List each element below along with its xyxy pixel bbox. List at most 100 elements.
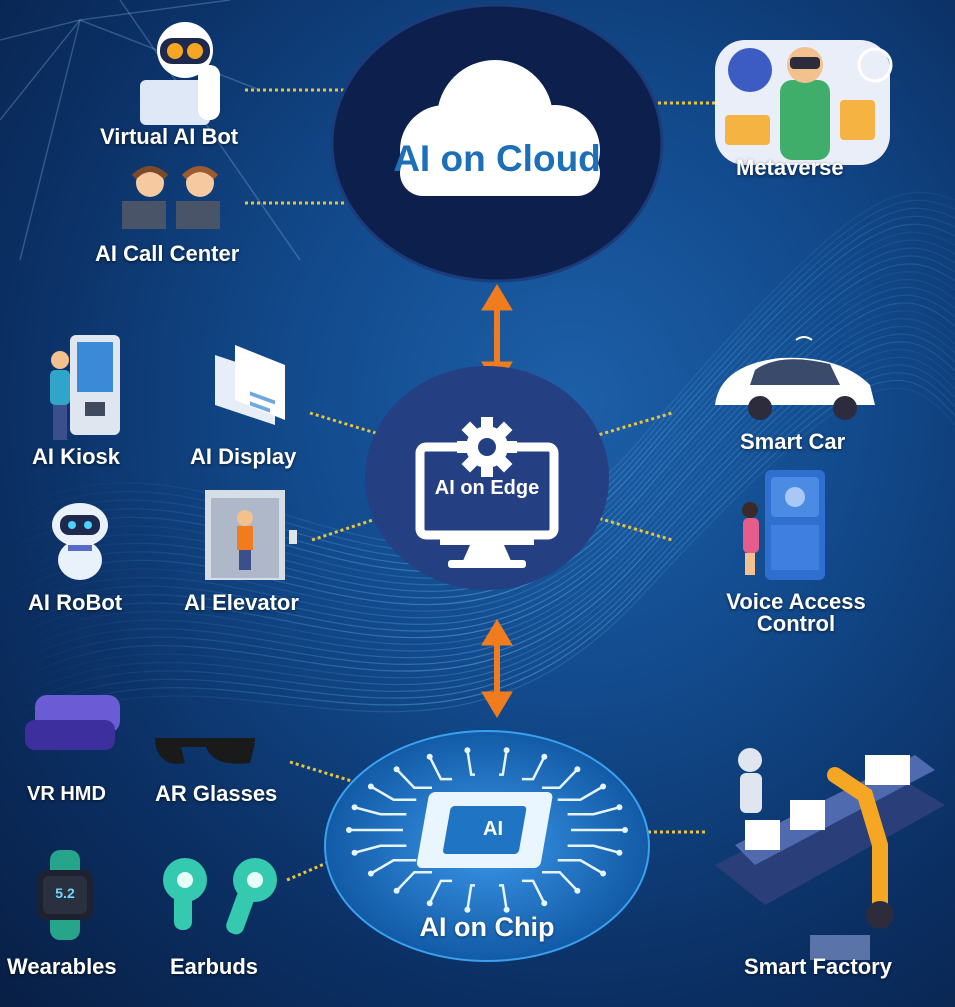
circuit-node xyxy=(426,900,433,907)
circuit-trace xyxy=(395,768,432,789)
edge-chip-arrow xyxy=(481,619,513,718)
chip-badge-label: AI xyxy=(483,818,503,840)
circuit-trace xyxy=(354,806,407,816)
circuit-trace xyxy=(395,871,432,892)
circuit-node xyxy=(541,900,548,907)
cloud-icon xyxy=(400,60,600,196)
edge-hub xyxy=(365,366,609,590)
virtual-bot-icon xyxy=(140,22,220,125)
label-voice-access-line1: Voice Access xyxy=(726,589,866,614)
label-ai-kiosk: AI Kiosk xyxy=(32,444,121,469)
circuit-trace xyxy=(567,844,620,854)
circuit-trace xyxy=(428,756,453,781)
label-ai-call-center: AI Call Center xyxy=(95,241,240,266)
circuit-trace xyxy=(499,884,508,910)
label-voice-access-line2: Control xyxy=(756,611,836,636)
wave-line xyxy=(0,310,955,656)
label-smart-factory: Smart Factory xyxy=(744,954,892,979)
wave-line xyxy=(0,364,955,719)
label-ar-glasses: AR Glasses xyxy=(155,781,278,806)
circuit-node xyxy=(503,747,510,754)
wave-line xyxy=(0,356,955,710)
earbuds-icon xyxy=(163,858,277,935)
circuit-node xyxy=(464,747,471,754)
wave-line xyxy=(0,271,955,612)
label-wearables: Wearables xyxy=(7,954,117,979)
wave-line xyxy=(0,333,955,683)
display-icon xyxy=(215,345,285,425)
wave-line xyxy=(0,348,955,701)
circuit-trace xyxy=(521,879,546,904)
circuit-trace xyxy=(567,806,620,816)
circuit-node xyxy=(367,870,374,877)
circuit-node xyxy=(393,887,400,894)
wave-line xyxy=(0,325,955,674)
circuit-node xyxy=(367,783,374,790)
wave-line xyxy=(0,302,955,647)
circuit-node xyxy=(622,827,628,833)
circuit-node xyxy=(426,753,433,760)
connector-ar-glasses xyxy=(289,760,359,785)
robot-icon xyxy=(52,503,108,580)
smart-factory-icon xyxy=(715,748,945,960)
voice-access-icon xyxy=(742,470,825,580)
cloud-hub xyxy=(330,3,664,283)
circuit-node xyxy=(464,906,471,913)
circuit-node xyxy=(346,827,352,833)
circuit-trace xyxy=(499,750,508,776)
wearable-screen-text: 5.2 xyxy=(55,885,75,901)
circuit-trace xyxy=(466,884,475,910)
circuit-trace xyxy=(542,768,579,789)
kiosk-icon xyxy=(50,335,120,440)
metaverse-icon xyxy=(715,40,893,165)
wave-line xyxy=(0,294,955,638)
circuit-trace xyxy=(428,879,453,904)
ar-glasses-icon xyxy=(155,738,255,764)
label-ai-robot: AI RoBot xyxy=(28,590,123,615)
wearable-icon xyxy=(37,850,93,940)
circuit-node xyxy=(351,804,358,811)
circuit-node xyxy=(574,887,581,894)
wave-line xyxy=(0,286,955,629)
gear-icon xyxy=(457,417,517,477)
call-center-icon xyxy=(122,166,220,229)
circuit-node xyxy=(616,849,623,856)
wave-line xyxy=(0,341,955,692)
connector-ai-display xyxy=(309,411,393,440)
circuit-trace xyxy=(354,844,407,854)
edge-hub-label: AI on Edge xyxy=(434,477,540,499)
circuit-trace xyxy=(557,785,604,801)
circuit-trace xyxy=(521,756,546,781)
label-earbuds: Earbuds xyxy=(170,954,259,979)
vr-hmd-icon xyxy=(25,695,120,750)
wave-line xyxy=(0,317,955,665)
circuit-node xyxy=(541,753,548,760)
circuit-trace xyxy=(370,859,417,875)
chip-icon xyxy=(416,792,553,868)
label-vr-hmd: VR HMD xyxy=(27,783,106,805)
circuit-trace xyxy=(542,871,579,892)
circuit-node xyxy=(393,766,400,773)
wave-line xyxy=(0,278,955,620)
circuit-node xyxy=(503,906,510,913)
wave-line xyxy=(0,372,955,728)
circuit-trace xyxy=(466,750,475,776)
chip-hub xyxy=(324,730,650,962)
circuit-traces xyxy=(346,747,628,913)
label-smart-car: Smart Car xyxy=(740,429,846,454)
label-virtual-ai-bot: Virtual AI Bot xyxy=(100,124,239,149)
wave-line xyxy=(0,379,955,737)
label-ai-display: AI Display xyxy=(190,444,297,469)
circuit-node xyxy=(600,870,607,877)
connector-smart-car xyxy=(587,411,673,440)
circuit-node xyxy=(616,804,623,811)
elevator-icon xyxy=(205,490,297,580)
wave-line xyxy=(0,387,955,746)
circuit-node xyxy=(351,849,358,856)
chip-hub-label: AI on Chip xyxy=(419,912,555,942)
circuit-trace xyxy=(557,859,604,875)
circuit-node xyxy=(574,766,581,773)
label-metaverse: Metaverse xyxy=(736,155,844,180)
